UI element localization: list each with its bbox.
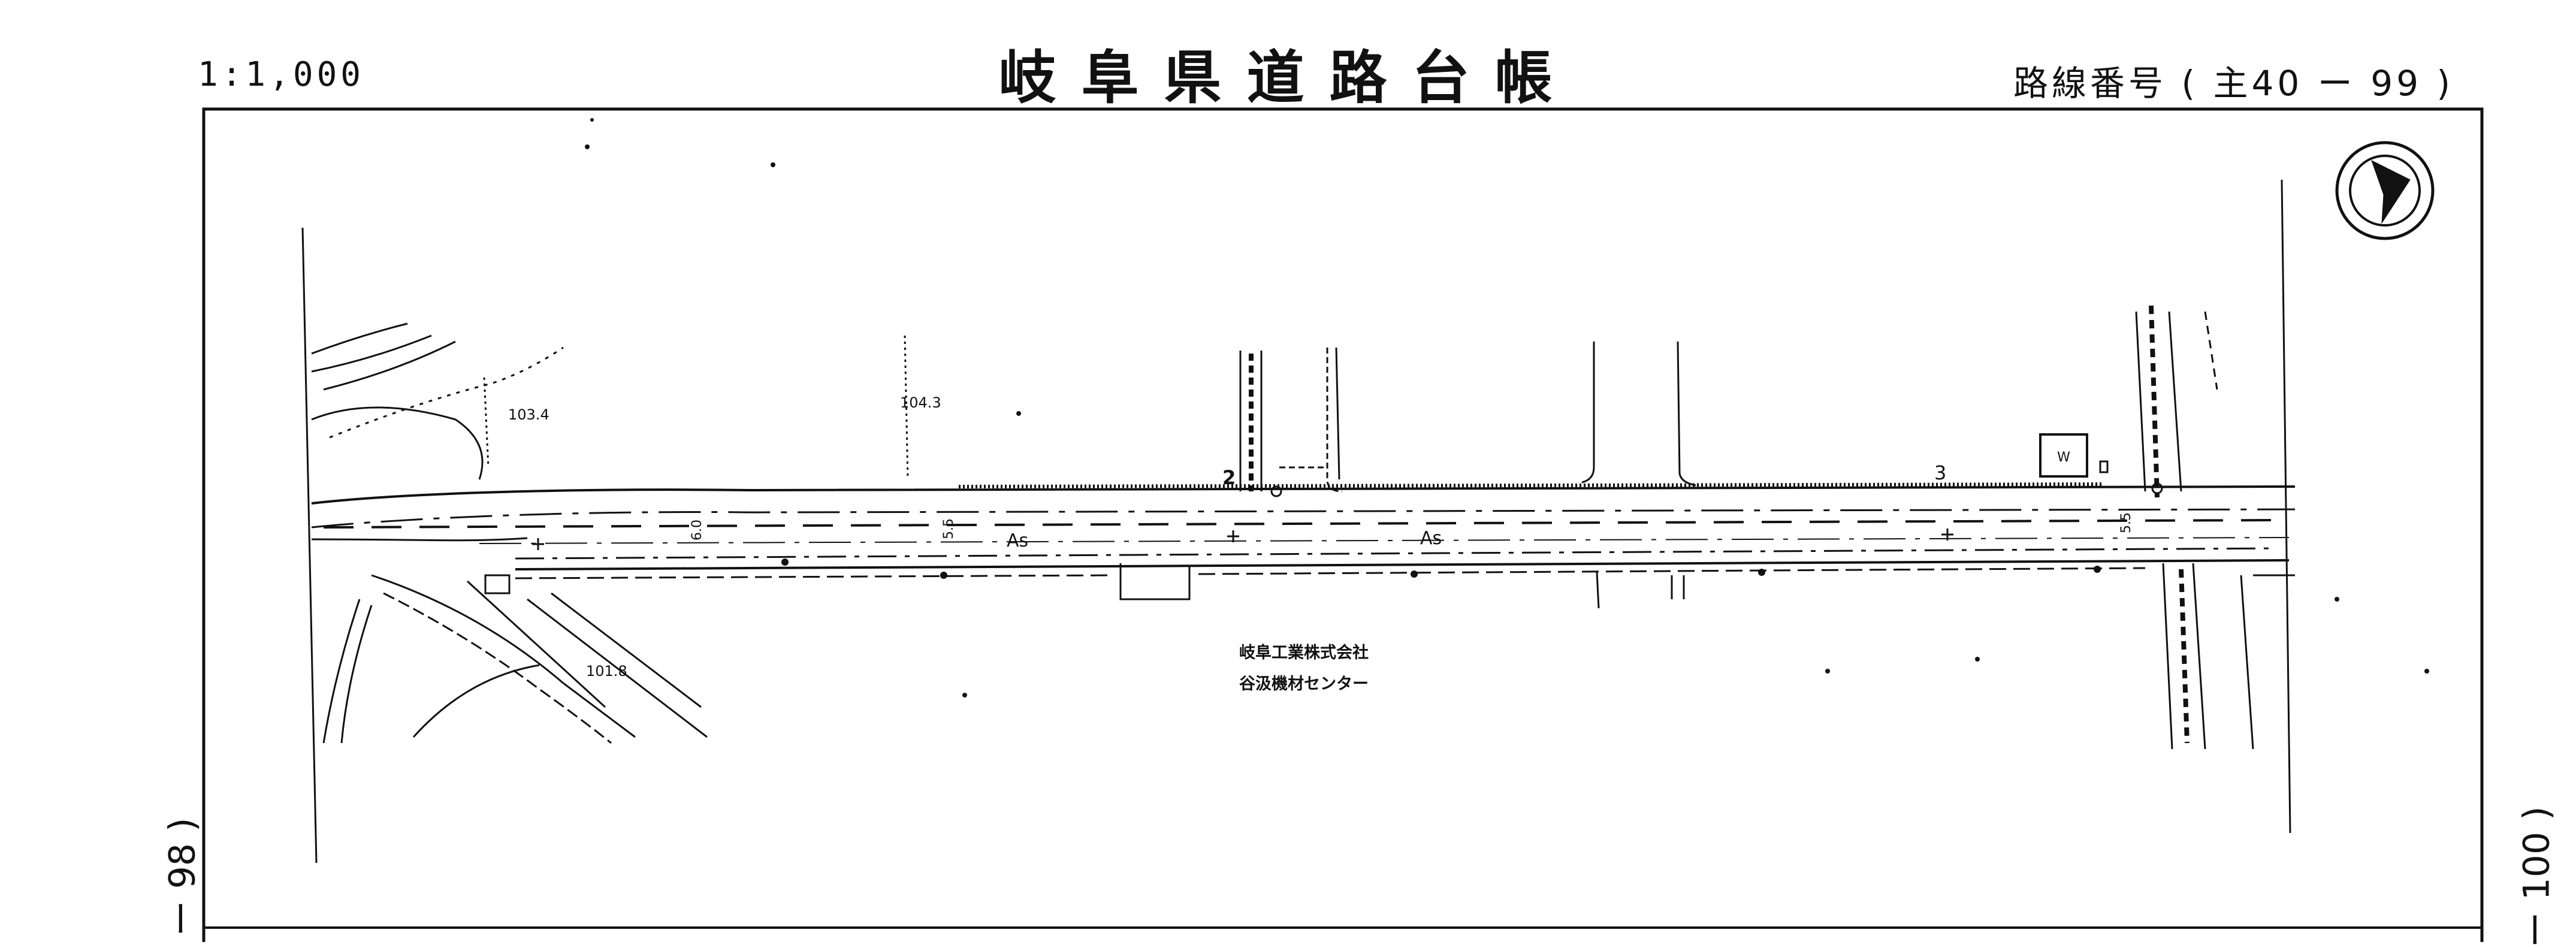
route-number-value: ( 主40 ー 99 ) xyxy=(2181,63,2454,104)
marker-3: 3 xyxy=(1934,461,1946,484)
left-terrain xyxy=(311,322,909,744)
sheet-edges xyxy=(301,179,2291,864)
route-number-label: 路線番号 xyxy=(2013,63,2167,104)
surface-label-2: As xyxy=(1420,528,1442,549)
marker-2: 2 xyxy=(1222,466,1236,489)
map-labels: 103.4 104.3 101.8 As As 2 3 6.0 5.5 5.5 … xyxy=(508,394,2134,693)
station-marks xyxy=(532,529,1953,550)
surface-label-1: As xyxy=(1007,530,1028,551)
facility-name-line2: 谷汲機材センター xyxy=(1239,675,1369,693)
north-arrow-icon xyxy=(2335,141,2435,240)
facility-box-label: W xyxy=(2057,450,2070,465)
width-label-2: 5.5 xyxy=(941,518,956,539)
route-number: 路線番号 ( 主40 ー 99 ) xyxy=(2013,55,2454,105)
side-roads xyxy=(1119,305,2295,750)
survey-points xyxy=(585,118,2429,698)
facility-box: W xyxy=(2039,433,2109,478)
map-frame xyxy=(202,107,2484,942)
page-title: 岐阜県道路台帳 xyxy=(998,44,1578,111)
width-label-1: 6.0 xyxy=(690,520,705,541)
main-road xyxy=(311,482,2296,579)
lane-markings xyxy=(323,519,2278,529)
spot-height-3: 101.8 xyxy=(586,663,627,680)
scale-label: 1:1,000 xyxy=(198,55,365,94)
spot-height-2: 104.3 xyxy=(900,394,941,411)
width-label-3: 5.5 xyxy=(2119,512,2134,533)
spot-height-1: 103.4 xyxy=(508,406,549,423)
facility-name-line1: 岐阜工業株式会社 xyxy=(1239,643,1369,662)
